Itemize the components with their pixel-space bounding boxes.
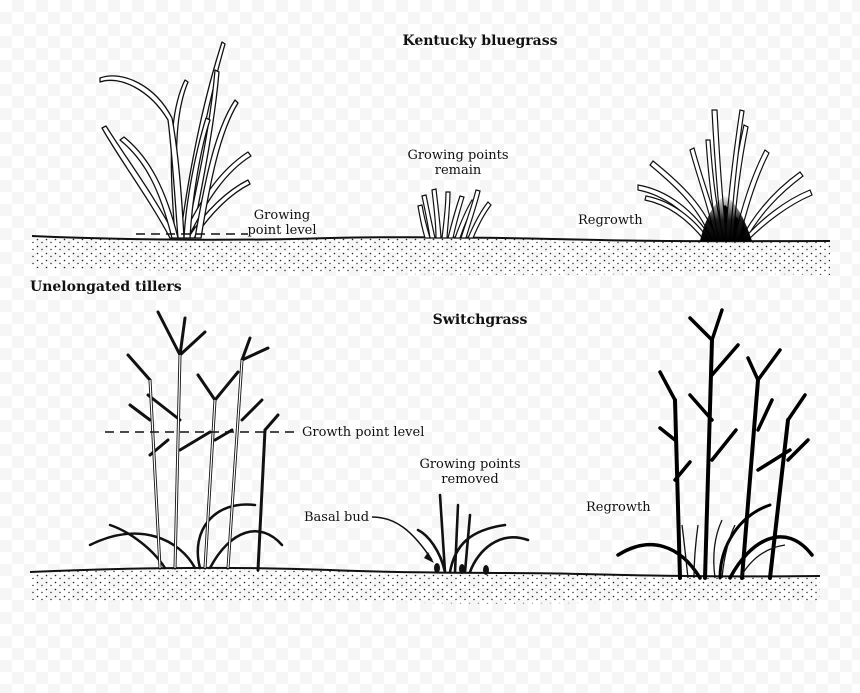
unelongated-tillers-label: Unelongated tillers [30, 279, 182, 295]
switchgrass-uncut-plant [88, 310, 284, 572]
bluegrass-title: Kentucky bluegrass [402, 33, 558, 49]
basal-bud-label: Basal bud [304, 510, 370, 525]
growing-point-level-label: Growing point level [242, 208, 322, 238]
switchgrass-regrowth-label: Regrowth [586, 500, 651, 515]
switchgrass-title: Switchgrass [432, 312, 528, 328]
basal-bud-arrow [371, 516, 434, 563]
basal-bud-marks [434, 563, 489, 575]
growing-point-level-line-2: point level [247, 223, 317, 238]
growing-points-remain-line-1: Growing points [407, 148, 509, 163]
switchgrass-soil [29, 566, 821, 604]
growth-point-level-label: Growth point level [302, 425, 425, 440]
growing-point-level-line-1: Growing [253, 208, 311, 223]
bluegrass-regrowth-plant [637, 109, 813, 242]
bluegrass-regrowth-label: Regrowth [578, 213, 643, 228]
bluegrass-cut-stubble [417, 188, 492, 239]
switchgrass-uncut-inner-lines [149, 354, 243, 569]
bluegrass-soil [31, 235, 831, 275]
switchgrass-regrowth-plant [616, 308, 814, 580]
growing-points-removed-line-1: Growing points [419, 457, 521, 472]
bluegrass-uncut-plant [99, 41, 252, 239]
switchgrass-cut-stubble [416, 493, 530, 574]
growing-points-remain-label: Growing points remain [398, 148, 518, 178]
growing-points-remain-line-2: remain [434, 163, 482, 178]
growing-points-removed-label: Growing points removed [410, 457, 530, 487]
growing-points-removed-line-2: removed [441, 472, 499, 487]
switchgrass-regrowth-new-shoots [681, 519, 786, 579]
